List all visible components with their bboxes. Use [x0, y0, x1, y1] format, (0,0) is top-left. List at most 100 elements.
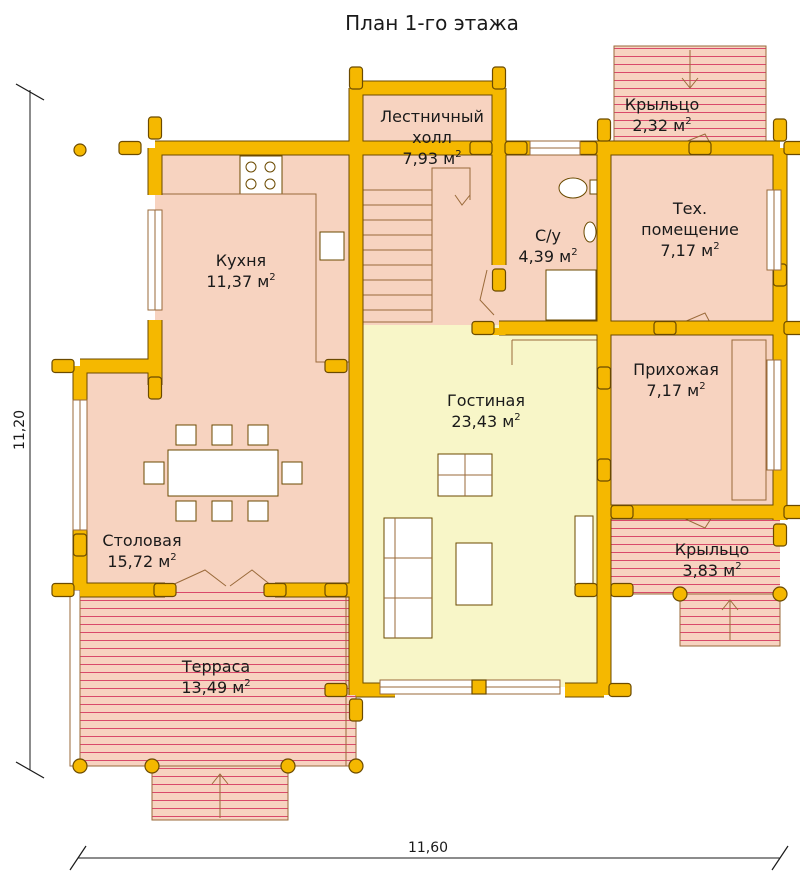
room-label-hallway: Прихожая 7,17 м2 — [633, 360, 719, 400]
log-end — [491, 66, 507, 90]
log-end — [263, 582, 287, 598]
room-name: холл — [412, 128, 452, 147]
room-area: 2,32 м2 — [632, 116, 691, 135]
width-dimension: 11,60 — [408, 840, 448, 856]
log-end — [596, 118, 612, 142]
log-end — [51, 358, 75, 374]
room-area-unit: м — [502, 412, 514, 431]
height-dimension: 11,20 — [12, 410, 28, 450]
room-name: Кухня — [216, 251, 266, 270]
room-area-unit-superscript: 2 — [170, 552, 176, 563]
room-area: 7,17 м2 — [646, 381, 705, 400]
log-end — [324, 582, 348, 598]
log-end — [491, 268, 507, 292]
room-area-value: 15,72 — [107, 552, 153, 571]
log-end — [608, 682, 632, 698]
log-end — [688, 140, 712, 156]
room-area-unit: м — [673, 116, 685, 135]
tech-room-fill — [604, 148, 774, 328]
log-end — [783, 504, 800, 520]
room-label-bathroom: С/у 4,39 м2 — [518, 226, 577, 266]
room-name: Столовая — [102, 531, 181, 550]
room-area-value: 11,37 — [206, 272, 252, 291]
log-end — [504, 140, 528, 156]
room-area: 15,72 м2 — [107, 552, 176, 571]
room-area-unit-superscript: 2 — [514, 412, 520, 423]
room-label-terrace: Терраса 13,49 м2 — [181, 657, 251, 697]
stove — [574, 515, 594, 585]
dimension-lines: 11,60 11,20 — [12, 83, 789, 871]
room-area-unit-superscript: 2 — [455, 149, 461, 160]
log-end — [348, 66, 364, 90]
log-end — [147, 116, 163, 140]
room-name: Лестничный — [380, 107, 484, 126]
room-name: Терраса — [181, 657, 250, 676]
coffee-table — [455, 542, 493, 606]
room-label-stair-hall: Лестничный холл 7,93 м2 — [380, 107, 484, 168]
room-area: 7,17 м2 — [660, 241, 719, 260]
room-area: 13,49 м2 — [181, 678, 250, 697]
compass-dot — [73, 143, 87, 157]
plan-title: План 1-го этажа — [345, 11, 519, 35]
room-label-living-room: Гостиная 23,43 м2 — [447, 391, 525, 431]
room-name: Крыльцо — [625, 95, 699, 114]
room-area-unit-superscript: 2 — [244, 678, 250, 689]
log-end — [324, 682, 348, 698]
room-name: Тех. — [672, 199, 707, 218]
room-area-value: 23,43 — [451, 412, 497, 431]
room-name: Прихожая — [633, 360, 719, 379]
room-area-unit-superscript: 2 — [699, 381, 705, 392]
room-area-unit-superscript: 2 — [685, 116, 691, 127]
room-area-value: 3,83 — [682, 561, 718, 580]
room-area-value: 4,39 — [518, 247, 554, 266]
terrace-fill — [80, 590, 356, 766]
room-area-unit: м — [158, 552, 170, 571]
stair-hall-fill — [356, 88, 499, 325]
sofa — [383, 517, 433, 639]
room-area-unit: м — [723, 561, 735, 580]
dining-table — [167, 449, 279, 497]
log-end — [610, 582, 634, 598]
room-area: 11,37 м2 — [206, 272, 275, 291]
room-label-porch-right: Крыльцо 3,83 м2 — [675, 540, 749, 580]
room-area: 7,93 м2 — [402, 149, 461, 168]
hallway-fill — [604, 328, 774, 508]
log-end — [653, 320, 677, 336]
room-name: Гостиная — [447, 391, 525, 410]
room-area-unit: м — [257, 272, 269, 291]
log-end — [147, 376, 163, 400]
log-end — [51, 582, 75, 598]
room-area-value: 13,49 — [181, 678, 227, 697]
room-area-unit-superscript: 2 — [735, 561, 741, 572]
room-area-unit: м — [232, 678, 244, 697]
room-area-unit-superscript: 2 — [713, 241, 719, 252]
log-end — [153, 582, 177, 598]
room-name: Крыльцо — [675, 540, 749, 559]
room-area-unit-superscript: 2 — [571, 247, 577, 258]
log-end — [469, 140, 493, 156]
room-label-dining-room: Столовая 15,72 м2 — [102, 531, 181, 571]
room-name: С/у — [535, 226, 561, 245]
room-area: 4,39 м2 — [518, 247, 577, 266]
log-end — [783, 320, 800, 336]
log-end — [610, 504, 634, 520]
log-end — [324, 358, 348, 374]
room-label-porch-top: Крыльцо 2,32 м2 — [625, 95, 699, 135]
room-area-unit: м — [687, 381, 699, 400]
room-area: 23,43 м2 — [451, 412, 520, 431]
log-end — [574, 582, 598, 598]
room-area-unit-superscript: 2 — [269, 272, 275, 283]
log-end — [772, 523, 788, 547]
log-end — [596, 458, 612, 482]
log-end — [348, 698, 364, 722]
log-end — [471, 320, 495, 336]
porch-right-fill — [604, 512, 780, 594]
room-area: 3,83 м2 — [682, 561, 741, 580]
room-area-unit: м — [559, 247, 571, 266]
log-end — [772, 118, 788, 142]
room-area-unit: м — [443, 149, 455, 168]
room-area-value: 7,17 — [660, 241, 696, 260]
